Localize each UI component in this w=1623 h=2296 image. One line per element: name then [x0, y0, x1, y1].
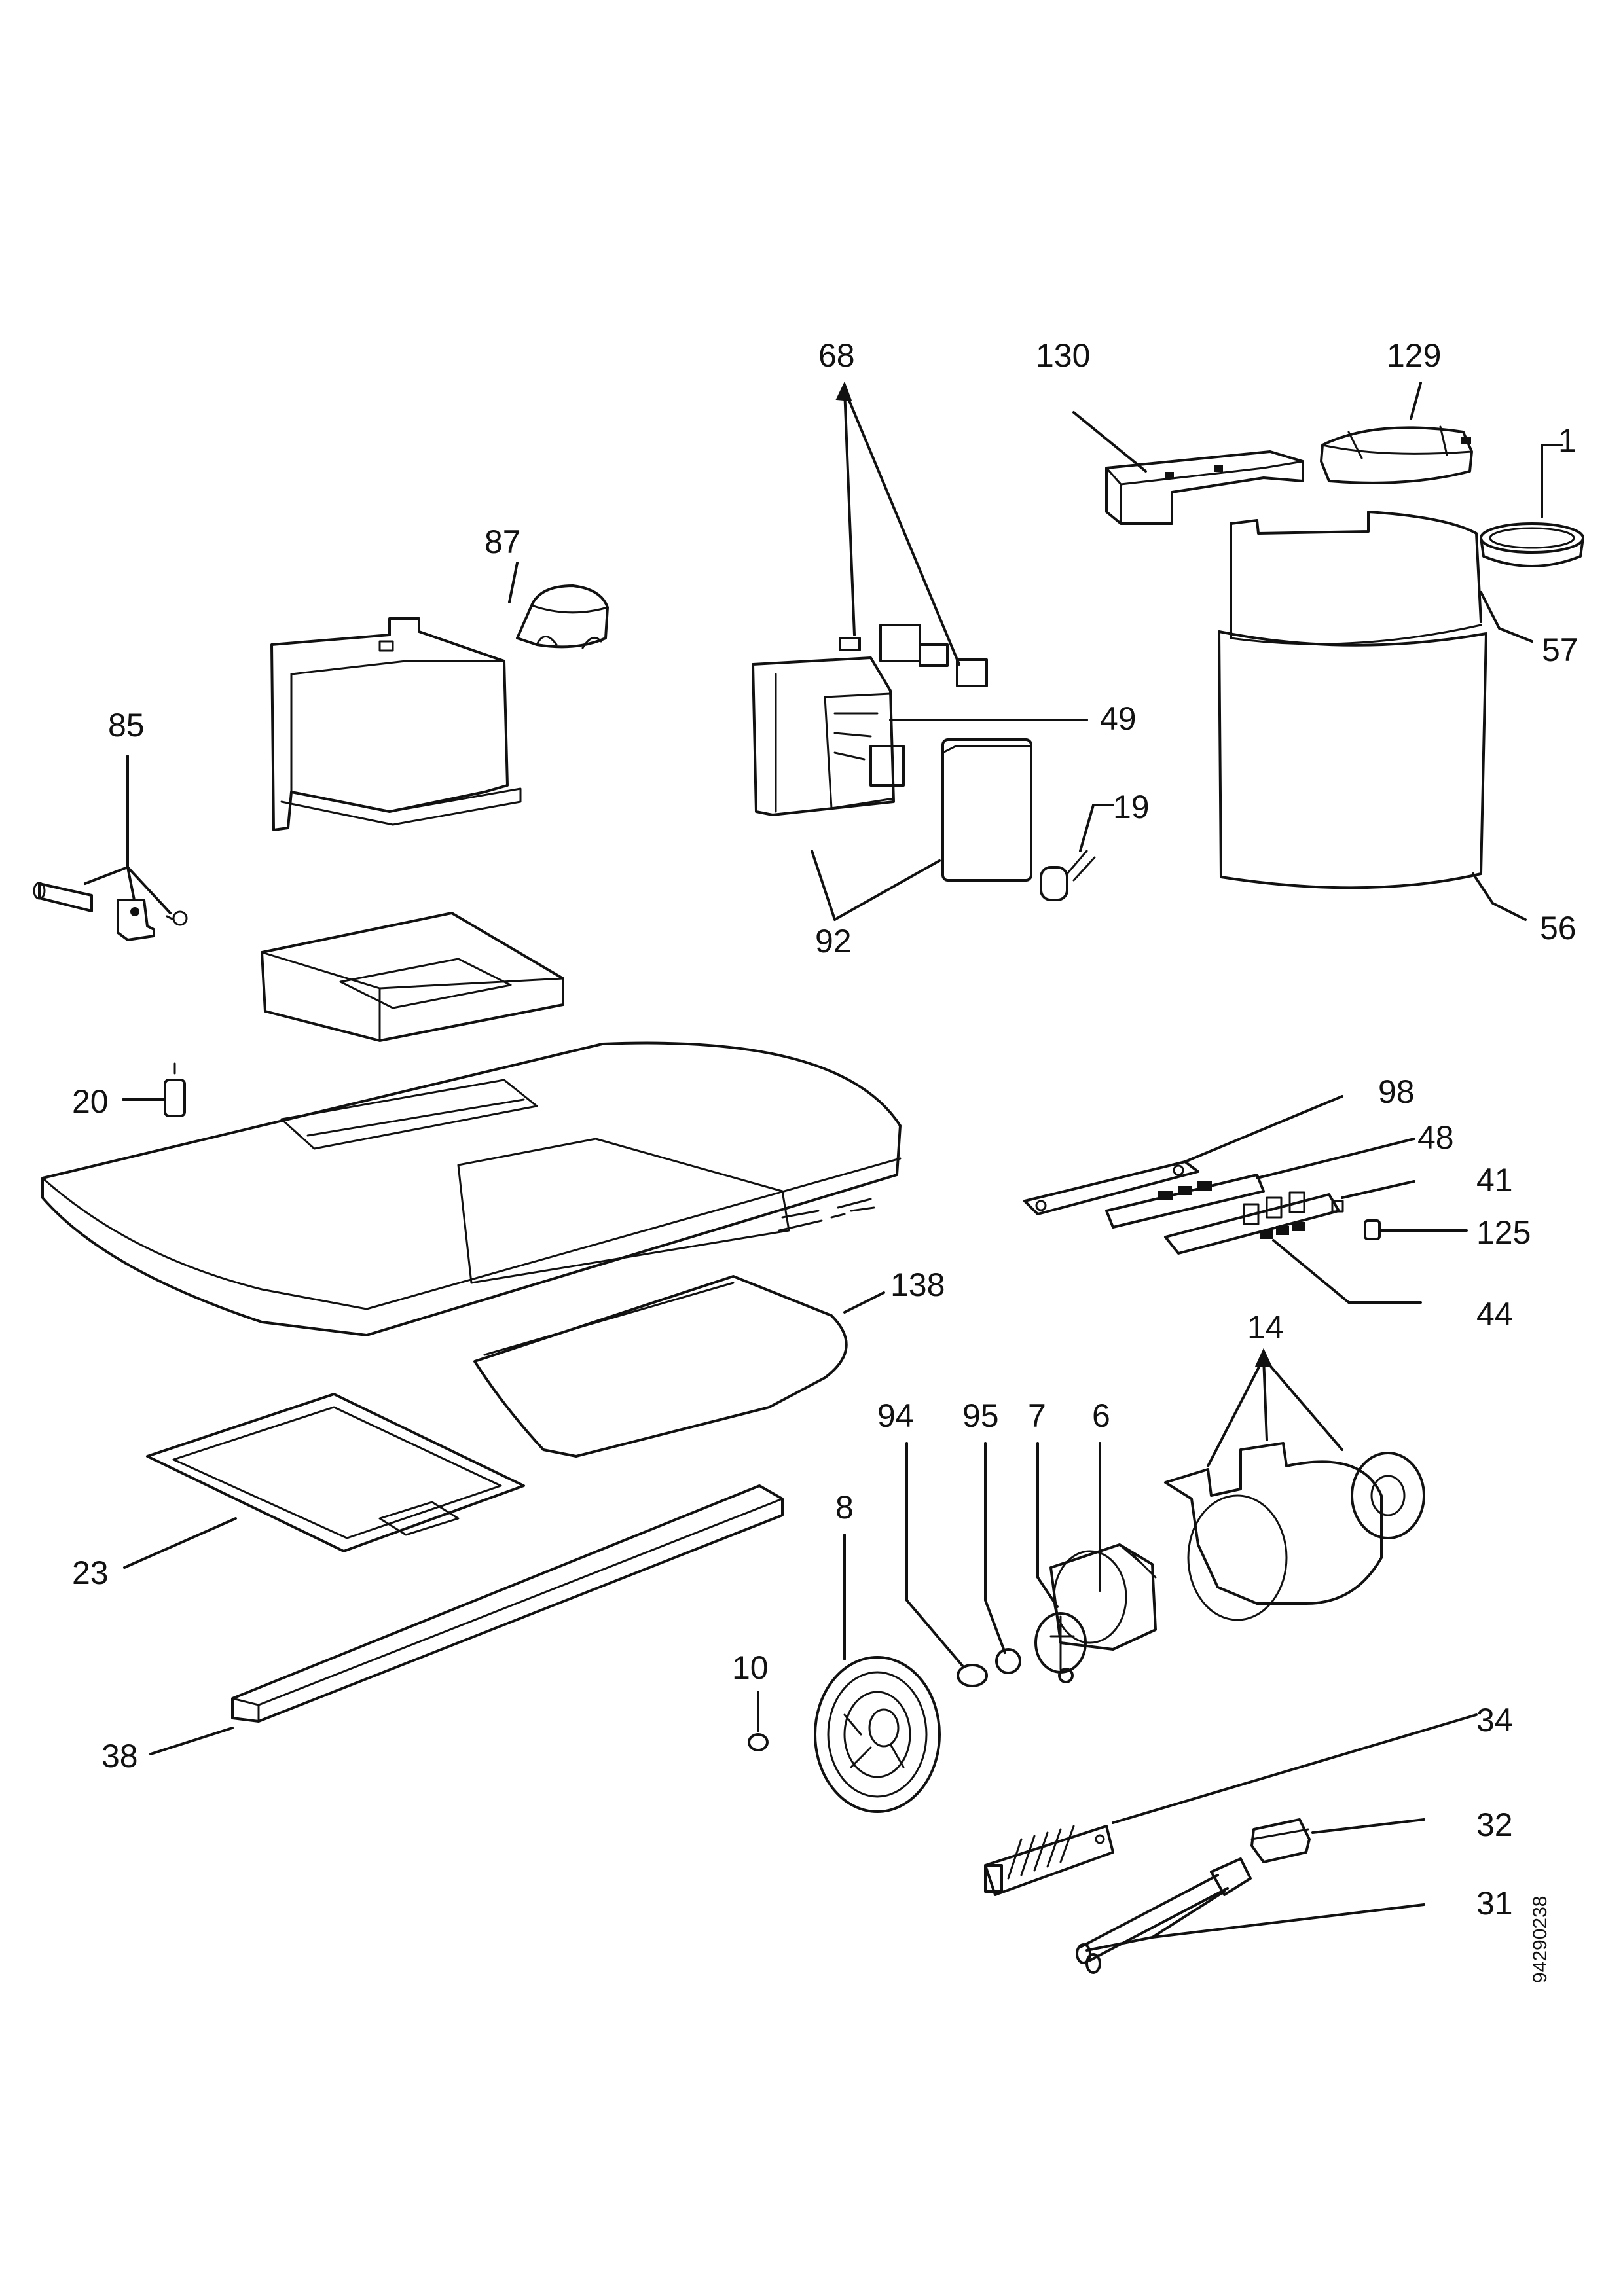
part-130-bracket-drawing: [1105, 450, 1304, 525]
control-strip-parts-drawing: [1023, 1160, 1381, 1255]
part-10-screw-drawing: [748, 1733, 769, 1751]
label-38: 38: [101, 1738, 138, 1774]
label-125: 125: [1476, 1214, 1531, 1251]
label-6: 6: [1092, 1397, 1110, 1434]
part-68-components-drawing: [839, 624, 988, 687]
label-14: 14: [1247, 1309, 1284, 1346]
label-138: 138: [890, 1266, 945, 1303]
label-8: 8: [835, 1489, 854, 1526]
drawing-number: 94290238: [1529, 1896, 1551, 1983]
leader-lines: [84, 381, 1563, 1952]
label-87: 87: [484, 524, 521, 560]
part-129-cap-drawing: [1320, 425, 1473, 484]
part-38-strip-drawing: [231, 1484, 784, 1723]
label-19: 19: [1113, 789, 1150, 825]
label-129: 129: [1387, 337, 1441, 374]
label-1: 1: [1558, 422, 1577, 459]
label-10: 10: [732, 1649, 769, 1686]
part-34-terminal-block-drawing: [984, 1825, 1114, 1896]
motor-fan-assembly-drawing: [1034, 1442, 1425, 1683]
part-49-92-control-box-drawing: [752, 656, 1032, 882]
label-32: 32: [1476, 1806, 1513, 1843]
label-48: 48: [1417, 1119, 1454, 1156]
label-20: 20: [72, 1083, 109, 1120]
hood-body-drawing: [41, 1041, 902, 1336]
fan-housing-box-drawing: [270, 617, 522, 831]
part-19-bulb-drawing: [1040, 850, 1096, 901]
label-49: 49: [1100, 700, 1137, 737]
label-34: 34: [1476, 1702, 1513, 1738]
part-20-lamp-holder-drawing: [164, 1062, 186, 1117]
part-87-cap-drawing: [516, 584, 609, 649]
part-32-lampholder-drawing: [1250, 1818, 1311, 1863]
label-23: 23: [72, 1554, 109, 1591]
part-85-fixing-set-drawing: [33, 882, 188, 941]
part-labels: 68 130 129 1 87 57 85 49 19 92 56 20 98 …: [72, 337, 1578, 1983]
part-138-panel-drawing: [473, 1275, 848, 1458]
label-94: 94: [877, 1397, 914, 1434]
label-31: 31: [1476, 1885, 1513, 1922]
part-1-ring-drawing: [1480, 522, 1584, 567]
part-8-impeller-drawing: [814, 1656, 941, 1813]
part-23-filter-drawing: [146, 1393, 525, 1552]
label-130: 130: [1036, 337, 1090, 374]
duct-adapter-drawing: [261, 912, 564, 1042]
label-68: 68: [818, 337, 855, 374]
label-41: 41: [1476, 1162, 1513, 1198]
part-57-56-chimney-drawing: [1218, 511, 1487, 889]
label-95: 95: [962, 1397, 999, 1434]
label-44: 44: [1476, 1296, 1513, 1333]
label-92: 92: [815, 923, 852, 960]
label-57: 57: [1542, 632, 1578, 668]
label-85: 85: [108, 707, 145, 744]
label-56: 56: [1540, 910, 1577, 946]
part-31-tube-lamp-drawing: [1076, 1857, 1252, 1974]
part-94-95-drawing: [957, 1648, 1021, 1687]
label-98: 98: [1378, 1073, 1415, 1110]
label-7: 7: [1028, 1397, 1046, 1434]
